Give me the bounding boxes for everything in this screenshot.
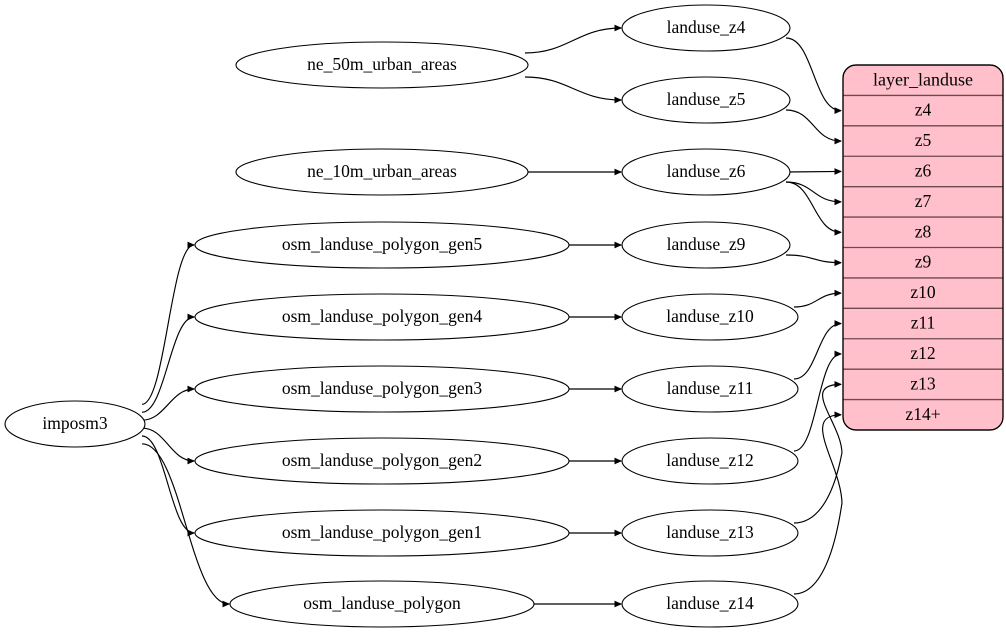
node-landuse_z14[interactable]: landuse_z14 — [621, 580, 799, 628]
table-header-label: layer_landuse — [873, 69, 973, 89]
node-label-osm_landuse_polygon_gen4: osm_landuse_polygon_gen4 — [282, 306, 483, 326]
table-row-label-z11: z11 — [911, 313, 936, 333]
nodes-layer: imposm3 ne_50m_urban_areas ne_10m_urban_ar… — [4, 4, 799, 628]
node-shape-landuse_z4 — [621, 4, 791, 52]
node-landuse_z13[interactable]: landuse_z13 — [621, 509, 799, 557]
table-row-label-z9: z9 — [915, 252, 932, 272]
node-osm_landuse_polygon_gen1[interactable]: osm_landuse_polygon_gen1 — [194, 509, 570, 557]
node-shape-osm_landuse_polygon_gen4 — [194, 293, 570, 341]
table-row-label-z10: z10 — [910, 282, 936, 302]
edge-imposm3-to-osm_landuse_polygon_gen3 — [141, 389, 194, 421]
table-row-label-z8: z8 — [915, 221, 932, 241]
node-shape-landuse_z11 — [621, 365, 799, 413]
node-shape-osm_landuse_polygon_gen5 — [194, 221, 570, 269]
edge-landuse_z4-to-layer_landuse-z4 — [785, 37, 841, 111]
node-label-ne_10m_urban_areas: ne_10m_urban_areas — [307, 161, 457, 181]
node-label-ne_50m_urban_areas: ne_50m_urban_areas — [307, 54, 457, 74]
node-label-landuse_z4: landuse_z4 — [667, 17, 746, 37]
edge-imposm3-to-osm_landuse_polygon_gen2 — [141, 427, 194, 461]
edge-ne_50m_urban_areas-to-landuse_z5 — [524, 76, 621, 100]
node-label-landuse_z6: landuse_z6 — [667, 161, 746, 181]
node-label-landuse_z10: landuse_z10 — [666, 306, 754, 326]
node-label-landuse_z14: landuse_z14 — [666, 593, 754, 613]
node-label-imposm3: imposm3 — [42, 413, 107, 433]
node-ne_50m_urban_areas[interactable]: ne_50m_urban_areas — [235, 41, 529, 89]
node-shape-landuse_z6 — [621, 148, 791, 196]
node-ne_10m_urban_areas[interactable]: ne_10m_urban_areas — [235, 148, 529, 196]
edge-ne_50m_urban_areas-to-landuse_z4 — [524, 28, 621, 54]
node-label-osm_landuse_polygon: osm_landuse_polygon — [303, 593, 461, 613]
node-landuse_z12[interactable]: landuse_z12 — [621, 437, 799, 485]
edge-landuse_z6-to-layer_landuse-z8 — [785, 181, 841, 232]
table-row-label-z7: z7 — [915, 191, 932, 211]
edge-imposm3-to-osm_landuse_polygon — [141, 443, 229, 604]
node-osm_landuse_polygon_gen4[interactable]: osm_landuse_polygon_gen4 — [194, 293, 570, 341]
node-landuse_z4[interactable]: landuse_z4 — [621, 4, 791, 52]
node-shape-ne_50m_urban_areas — [235, 41, 529, 89]
node-shape-ne_10m_urban_areas — [235, 148, 529, 196]
edge-landuse_z13-to-layer_landuse-z13 — [793, 384, 843, 524]
node-shape-imposm3 — [4, 400, 146, 448]
node-shape-osm_landuse_polygon_gen1 — [194, 509, 570, 557]
edge-landuse_z14-to-layer_landuse-z14+ — [793, 415, 843, 595]
edge-landuse_z10-to-layer_landuse-z10 — [793, 293, 841, 308]
edge-imposm3-to-osm_landuse_polygon_gen5 — [141, 245, 194, 405]
edge-landuse_z11-to-layer_landuse-z11 — [793, 324, 841, 380]
table-row-label-z5: z5 — [915, 130, 932, 150]
node-landuse_z10[interactable]: landuse_z10 — [621, 293, 799, 341]
node-label-osm_landuse_polygon_gen2: osm_landuse_polygon_gen2 — [282, 450, 482, 470]
table-row-label-z4: z4 — [915, 100, 932, 120]
node-shape-landuse_z13 — [621, 509, 799, 557]
table-node-outline — [842, 64, 1004, 431]
node-osm_landuse_polygon_gen5[interactable]: osm_landuse_polygon_gen5 — [194, 221, 570, 269]
edge-landuse_z5-to-layer_landuse-z5 — [785, 109, 841, 141]
table-row-label-z14+: z14+ — [905, 404, 940, 424]
table-node-layer: layer_landuse z4 z5 z6 z7 z8 z9 z10 z11 z12 z13 z14… — [842, 64, 1004, 431]
node-label-landuse_z5: landuse_z5 — [667, 89, 746, 109]
node-osm_landuse_polygon_gen3[interactable]: osm_landuse_polygon_gen3 — [194, 365, 570, 413]
node-osm_landuse_polygon[interactable]: osm_landuse_polygon — [229, 580, 535, 628]
node-label-landuse_z11: landuse_z11 — [667, 378, 754, 398]
node-shape-osm_landuse_polygon — [229, 580, 535, 628]
node-label-landuse_z12: landuse_z12 — [666, 450, 753, 470]
node-landuse_z11[interactable]: landuse_z11 — [621, 365, 799, 413]
node-label-osm_landuse_polygon_gen3: osm_landuse_polygon_gen3 — [282, 378, 483, 398]
node-shape-landuse_z14 — [621, 580, 799, 628]
node-label-landuse_z9: landuse_z9 — [667, 234, 746, 254]
table-row-label-z12: z12 — [910, 343, 935, 363]
table-row-label-z6: z6 — [915, 160, 932, 180]
node-shape-landuse_z12 — [621, 437, 799, 485]
node-shape-landuse_z10 — [621, 293, 799, 341]
node-shape-landuse_z5 — [621, 76, 791, 124]
table-node-layer-landuse[interactable]: layer_landuse z4 z5 z6 z7 z8 z9 z10 z11 z12 z13 z14… — [842, 64, 1004, 431]
edge-landuse_z9-to-layer_landuse-z9 — [785, 254, 841, 263]
node-label-osm_landuse_polygon_gen5: osm_landuse_polygon_gen5 — [282, 234, 483, 254]
node-shape-osm_landuse_polygon_gen3 — [194, 365, 570, 413]
table-row-label-z13: z13 — [910, 373, 936, 393]
node-osm_landuse_polygon_gen2[interactable]: osm_landuse_polygon_gen2 — [194, 437, 570, 485]
edge-imposm3-to-osm_landuse_polygon_gen1 — [141, 435, 194, 533]
edge-landuse_z6-to-layer_landuse-z7 — [785, 181, 841, 202]
edge-imposm3-to-osm_landuse_polygon_gen4 — [141, 317, 194, 413]
node-landuse_z6[interactable]: landuse_z6 — [621, 148, 791, 196]
node-label-landuse_z13: landuse_z13 — [666, 522, 754, 542]
node-imposm3[interactable]: imposm3 — [4, 400, 146, 448]
edge-landuse_z12-to-layer_landuse-z12 — [793, 354, 841, 452]
node-shape-landuse_z9 — [621, 221, 791, 269]
edge-landuse_z6-to-layer_landuse-z6 — [785, 171, 841, 172]
node-label-osm_landuse_polygon_gen1: osm_landuse_polygon_gen1 — [282, 522, 482, 542]
node-landuse_z5[interactable]: landuse_z5 — [621, 76, 791, 124]
node-shape-osm_landuse_polygon_gen2 — [194, 437, 570, 485]
node-landuse_z9[interactable]: landuse_z9 — [621, 221, 791, 269]
